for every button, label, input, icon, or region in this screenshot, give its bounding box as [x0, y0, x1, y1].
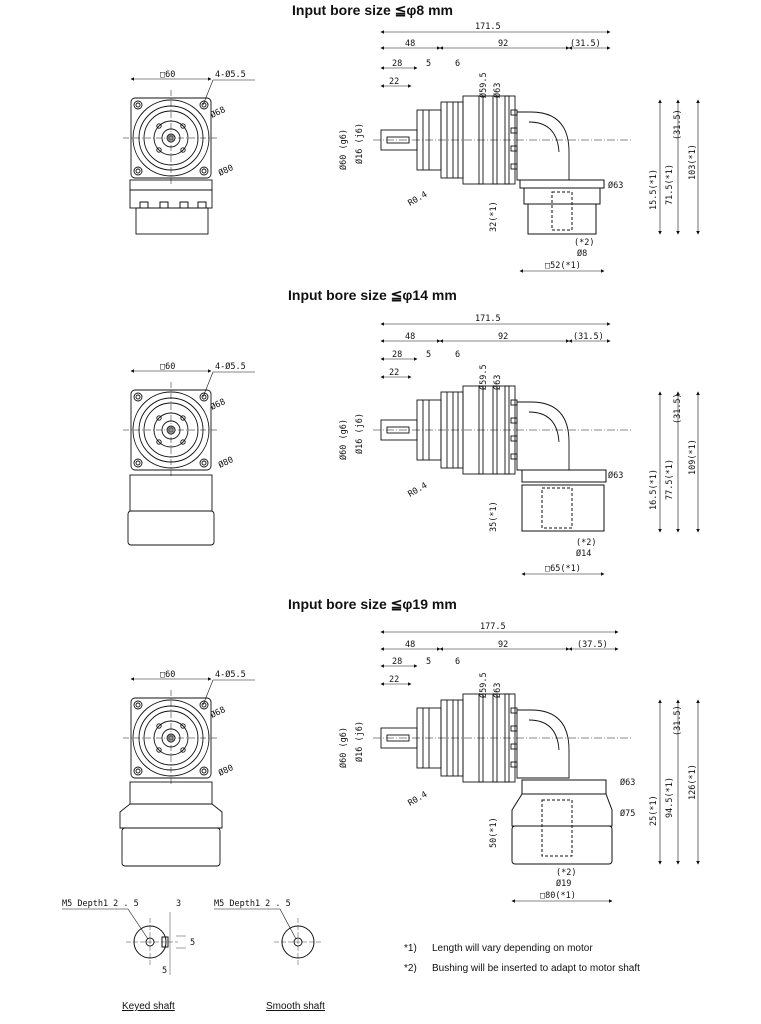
- side-view-1: 171.5 48 92 (31.5) 28 5 6 22 Ø59.5 Ø63 Ø…: [338, 22, 700, 273]
- side2-d315: (31.5): [573, 332, 604, 342]
- side2-bushing: (*2): [576, 538, 596, 548]
- keyed-shaft-caption: Keyed shaft: [122, 1001, 175, 1012]
- side3-d63b: Ø63: [620, 777, 635, 788]
- side3-d75: Ø75: [620, 808, 635, 819]
- side1-square: □52(*1): [545, 261, 581, 271]
- side1-d63b: Ø63: [608, 180, 623, 191]
- side2-d6: 6: [455, 350, 460, 360]
- side2-ha: 16.5(*1): [649, 469, 659, 510]
- side2-d595: Ø59.5: [478, 364, 489, 390]
- side2-d16: Ø16 (j6): [354, 413, 365, 454]
- side2-d5: 5: [426, 350, 431, 360]
- side3-d5: 5: [426, 657, 431, 667]
- side3-d48: 48: [405, 640, 415, 650]
- side1-d6: 6: [455, 59, 460, 69]
- side2-hmotor: 35(*1): [489, 501, 499, 532]
- side1-d28: 28: [392, 59, 402, 69]
- note-1-text: Length will vary depending on motor: [432, 943, 593, 954]
- keyed-tap: M5 Depth1 2 . 5: [62, 899, 139, 909]
- side1-total: 171.5: [475, 22, 501, 32]
- side1-htotal: 103(*1): [688, 144, 698, 180]
- side2-d63: Ø63: [492, 375, 503, 390]
- side3-d63: Ø63: [492, 683, 503, 698]
- side1-bushing: (*2): [574, 238, 594, 248]
- front-view-3: □60 4-Ø5.5 Ø68 Ø80: [119, 669, 255, 867]
- keyed-shaft-detail: M5 Depth1 2 . 5 3 5 5: [62, 899, 195, 976]
- side-view-3: 177.5 48 92 (37.5) 28 5 6 22 Ø59.5 Ø63 Ø…: [338, 622, 700, 903]
- keyed-dim5b: 5: [162, 966, 167, 976]
- side1-d5: 5: [426, 59, 431, 69]
- side2-d22: 22: [389, 368, 399, 378]
- side3-d22: 22: [389, 675, 399, 685]
- side3-d92: 92: [498, 640, 508, 650]
- side2-d60: Ø60 (g6): [338, 419, 349, 460]
- side1-ha: 15.5(*1): [649, 169, 659, 210]
- side3-bore: Ø19: [556, 878, 571, 889]
- front1-outer: Ø80: [217, 162, 236, 178]
- heading-variant-2: Input bore size ≦φ14 mm: [288, 287, 457, 303]
- side3-d28: 28: [392, 657, 402, 667]
- side2-square: □65(*1): [545, 564, 581, 574]
- side1-d16: Ø16 (j6): [354, 123, 365, 164]
- side3-d595: Ø59.5: [478, 672, 489, 698]
- side1-d92: 92: [498, 39, 508, 49]
- side3-hb: 94.5(*1): [665, 777, 675, 818]
- front1-flange: □60: [160, 70, 175, 80]
- front3-holes: 4-Ø5.5: [215, 669, 246, 680]
- note-2: *2) Bushing will be inserted to adapt to …: [404, 963, 640, 974]
- side2-htotal: 109(*1): [688, 439, 698, 475]
- side3-d16: Ø16 (j6): [354, 721, 365, 762]
- side3-square: □80(*1): [540, 891, 576, 901]
- heading-variant-1: Input bore size ≦φ8 mm: [292, 2, 453, 18]
- side1-r04: R0.4: [407, 190, 430, 209]
- side-view-2: 171.5 48 92 (31.5) 28 5 6 22 Ø59.5 Ø63 Ø…: [338, 314, 700, 576]
- side1-d22: 22: [389, 77, 399, 87]
- front3-outer: Ø80: [217, 762, 236, 778]
- side3-ha: 25(*1): [649, 795, 659, 826]
- side2-r04: R0.4: [407, 481, 430, 500]
- note-2-mark: *2): [404, 963, 417, 974]
- smooth-shaft-detail: M5 Depth1 2 . 5: [214, 899, 322, 966]
- smooth-tap: M5 Depth1 2 . 5: [214, 899, 291, 909]
- keyed-dim5a: 5: [190, 938, 195, 948]
- front2-flange: □60: [160, 362, 175, 372]
- side1-d315: (31.5): [570, 39, 601, 49]
- side3-total: 177.5: [480, 622, 506, 632]
- heading-variant-3: Input bore size ≦φ19 mm: [288, 596, 457, 612]
- side3-d6: 6: [455, 657, 460, 667]
- front-view-2: □60 4-Ø5.5 Ø68 Ø80: [122, 361, 255, 546]
- side1-hmotor: 32(*1): [489, 201, 499, 232]
- side3-hmotor: 50(*1): [489, 817, 499, 848]
- side2-d28: 28: [392, 350, 402, 360]
- side2-total: 171.5: [475, 314, 501, 324]
- side1-hb: 71.5(*1): [665, 164, 675, 205]
- note-2-text: Bushing will be inserted to adapt to mot…: [432, 963, 640, 974]
- note-1-mark: *1): [404, 943, 417, 954]
- side2-d92: 92: [498, 332, 508, 342]
- side2-d63b: Ø63: [608, 470, 623, 481]
- side2-d48: 48: [405, 332, 415, 342]
- smooth-shaft-caption: Smooth shaft: [266, 1001, 325, 1012]
- note-1: *1) Length will vary depending on motor: [404, 943, 593, 954]
- front2-holes: 4-Ø5.5: [215, 361, 246, 372]
- side1-d60: Ø60 (g6): [338, 129, 349, 170]
- side2-bore: Ø14: [576, 548, 591, 559]
- front-view-1: □60 4-Ø5.5 Ø68 Ø80: [122, 69, 255, 235]
- front1-holes: 4-Ø5.5: [215, 69, 246, 80]
- side3-r04: R0.4: [407, 790, 430, 809]
- side3-bushing: (*2): [556, 868, 576, 878]
- side1-d63: Ø63: [492, 83, 503, 98]
- side2-hb: 77.5(*1): [665, 459, 675, 500]
- side3-d315: (37.5): [577, 640, 608, 650]
- front2-outer: Ø80: [217, 454, 236, 470]
- side1-bore: Ø8: [577, 248, 587, 259]
- side3-d60: Ø60 (g6): [338, 727, 349, 768]
- front3-flange: □60: [160, 670, 175, 680]
- side3-htotal: 126(*1): [688, 764, 698, 800]
- side1-d48: 48: [405, 39, 415, 49]
- keyed-dim3: 3: [176, 899, 181, 909]
- side1-d595: Ø59.5: [478, 72, 489, 98]
